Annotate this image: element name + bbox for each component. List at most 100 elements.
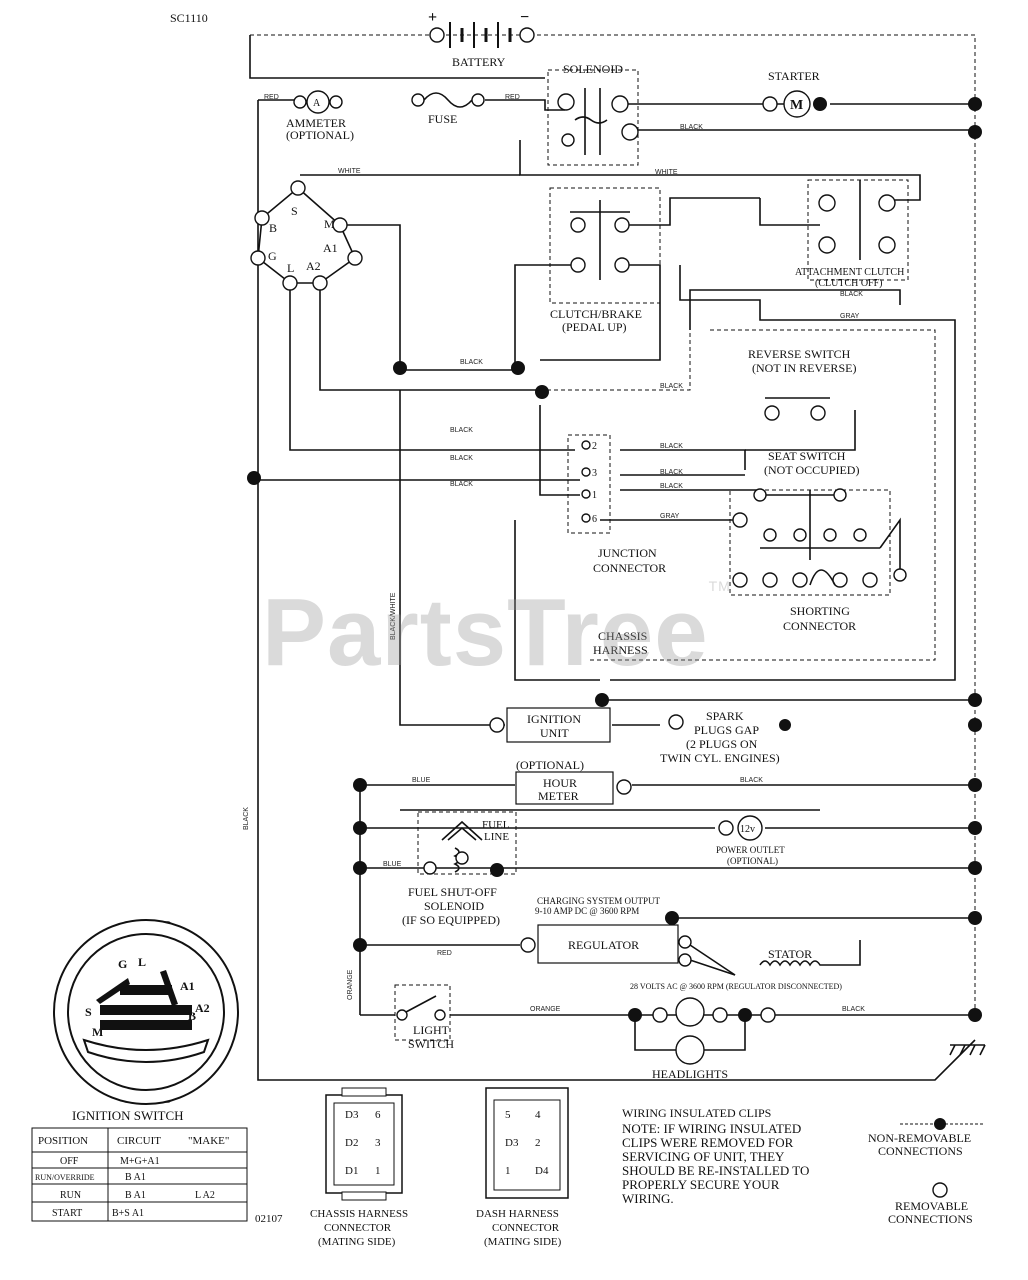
wire-blue-2: BLUE bbox=[383, 861, 402, 868]
charging-label-2: 9-10 AMP DC @ 3600 RPM bbox=[535, 906, 639, 916]
solenoid-box bbox=[547, 69, 639, 166]
attachment-clutch-switch: ATTACHMENT CLUTCH (CLUTCH OFF) bbox=[795, 180, 904, 289]
hour-meter: (OPTIONAL) HOUR METER bbox=[515, 758, 632, 805]
tbl-r2-pos: RUN bbox=[60, 1190, 81, 1201]
starter-connection bbox=[813, 97, 827, 111]
charging-system: CHARGING SYSTEM OUTPUT 9-10 AMP DC @ 360… bbox=[520, 896, 861, 991]
junction-pin-2: 3 bbox=[592, 468, 597, 479]
fuse-label: FUSE bbox=[428, 112, 457, 126]
battery-plus: + bbox=[428, 9, 437, 26]
fuel-solenoid-note: (IF SO EQUIPPED) bbox=[402, 913, 500, 927]
clutch-brake-switch: CLUTCH/BRAKE (PEDAL UP) bbox=[550, 200, 642, 334]
seat-switch-sub: (NOT OCCUPIED) bbox=[764, 463, 859, 477]
dash-pin-6: D4 bbox=[535, 1165, 549, 1177]
power-outlet: 12v POWER OUTLET (OPTIONAL) bbox=[716, 815, 785, 866]
wire-black-8: BLACK bbox=[660, 443, 683, 450]
wire-black-4: BLACK bbox=[660, 383, 683, 390]
fuel-solenoid-sub: SOLENOID bbox=[424, 899, 484, 913]
junction-box bbox=[567, 434, 611, 534]
chassis-pin-2: 6 bbox=[375, 1109, 381, 1121]
chassis-harness-box bbox=[590, 329, 936, 661]
chassis-conn-label: CHASSIS HARNESS bbox=[310, 1208, 408, 1220]
wire-orange-1: ORANGE bbox=[347, 969, 354, 1000]
ac-note: 28 VOLTS AC @ 3600 RPM (REGULATOR DISCON… bbox=[630, 982, 842, 991]
tbl-r3-pos: START bbox=[52, 1208, 82, 1219]
tbl-h-circuit: CIRCUIT bbox=[117, 1135, 161, 1147]
chassis-harness-label: CHASSIS bbox=[598, 629, 647, 643]
wire-gray-1: GRAY bbox=[840, 313, 860, 320]
wire-black-11: BLACK bbox=[243, 807, 250, 830]
note-title: WIRING INSULATED CLIPS bbox=[622, 1106, 771, 1120]
ignition-switch-terminals: S M B G L A1 A2 bbox=[250, 180, 363, 291]
term-a1: A1 bbox=[323, 241, 338, 255]
wire-red-1: RED bbox=[264, 94, 279, 101]
term-g: G bbox=[268, 249, 277, 263]
dash-conn-label: DASH HARNESS bbox=[476, 1208, 559, 1220]
ammeter-optional: (OPTIONAL) bbox=[286, 128, 354, 142]
wire-blue-1: BLUE bbox=[412, 777, 431, 784]
solenoid: SOLENOID bbox=[557, 62, 639, 155]
wire-gray-2: GRAY bbox=[660, 513, 680, 520]
term-l: L bbox=[287, 261, 294, 275]
term-a2: A2 bbox=[306, 259, 321, 273]
wire-red-2: RED bbox=[505, 94, 520, 101]
fuel-solenoid-box bbox=[417, 811, 517, 875]
light-switch: LIGHT SWITCH bbox=[396, 995, 454, 1051]
clutch-brake-sub: (PEDAL UP) bbox=[562, 320, 627, 334]
tbl-h-position: POSITION bbox=[38, 1135, 88, 1147]
stator-label: STATOR bbox=[768, 947, 812, 961]
face-g: G bbox=[118, 957, 127, 971]
power-outlet-symbol: 12v bbox=[740, 824, 755, 835]
battery: + − BATTERY bbox=[428, 9, 535, 69]
dash-pin-3: D3 bbox=[505, 1137, 519, 1149]
face-s: S bbox=[85, 1005, 92, 1019]
fuel-line-sub: LINE bbox=[484, 831, 509, 843]
tbl-r0-circ: M+G+A1 bbox=[120, 1156, 160, 1167]
legend: NON-REMOVABLE CONNECTIONS REMOVABLE CONN… bbox=[868, 1118, 985, 1226]
wire-black-5: BLACK bbox=[450, 427, 473, 434]
note-line-3: SERVICING OF UNIT, THEY bbox=[622, 1149, 785, 1164]
tbl-r3-circ: B+S A1 bbox=[112, 1208, 144, 1219]
ignition-unit-sub: UNIT bbox=[540, 726, 569, 740]
face-m: M bbox=[92, 1025, 103, 1039]
light-switch-box bbox=[394, 984, 451, 1041]
chassis-pin-1: D3 bbox=[345, 1109, 359, 1121]
wire-black-9: BLACK bbox=[660, 469, 683, 476]
reverse-switch-sub: (NOT IN REVERSE) bbox=[752, 361, 856, 375]
tbl-r1-circ: B A1 bbox=[125, 1172, 146, 1183]
chassis-pin-6: 1 bbox=[375, 1165, 381, 1177]
clutch-brake-label: CLUTCH/BRAKE bbox=[550, 307, 642, 321]
seat-switch-label: SEAT SWITCH bbox=[768, 449, 846, 463]
chassis-pin-4: D2 bbox=[345, 1137, 358, 1149]
legend-removable: REMOVABLE bbox=[895, 1199, 968, 1213]
chassis-conn-side: (MATING SIDE) bbox=[318, 1236, 396, 1248]
doc-id: SC1110 bbox=[170, 11, 208, 25]
reverse-switch-label: REVERSE SWITCH bbox=[748, 347, 851, 361]
junction-connector: 2 3 1 6 JUNCTION CONNECTOR bbox=[581, 440, 666, 575]
clutch-brake-box bbox=[549, 187, 661, 304]
legend-removable-sub: CONNECTIONS bbox=[888, 1212, 973, 1226]
dash-pin-1: 5 bbox=[505, 1109, 511, 1121]
term-s: S bbox=[291, 204, 298, 218]
shorting-label: SHORTING bbox=[790, 604, 850, 618]
dash-pin-4: 2 bbox=[535, 1137, 541, 1149]
non-removable-connections bbox=[247, 97, 982, 1022]
junction-pin-3: 1 bbox=[592, 490, 597, 501]
ignition-unit-label: IGNITION bbox=[527, 712, 581, 726]
battery-label: BATTERY bbox=[452, 55, 506, 69]
spark-label-3: (2 PLUGS ON bbox=[686, 737, 758, 751]
ignition-switch-table: POSITION CIRCUIT "MAKE" OFF M+G+A1 RUN/O… bbox=[31, 1127, 248, 1222]
wire-white-2: WHITE bbox=[655, 169, 678, 176]
wire-black-1: BLACK bbox=[680, 124, 703, 131]
solenoid-label: SOLENOID bbox=[563, 62, 623, 76]
light-switch-sub: SWITCH bbox=[408, 1037, 454, 1051]
ammeter: A AMMETER (OPTIONAL) bbox=[286, 90, 354, 142]
wire-black-2: BLACK bbox=[840, 291, 863, 298]
legend-non-removable-dot bbox=[934, 1118, 946, 1130]
charging-label-1: CHARGING SYSTEM OUTPUT bbox=[537, 896, 661, 906]
power-outlet-sub: (OPTIONAL) bbox=[727, 856, 778, 866]
drawing-number: 02107 bbox=[255, 1213, 283, 1225]
wire-black-7: BLACK bbox=[450, 481, 473, 488]
dash-conn-sub: CONNECTOR bbox=[492, 1222, 560, 1234]
